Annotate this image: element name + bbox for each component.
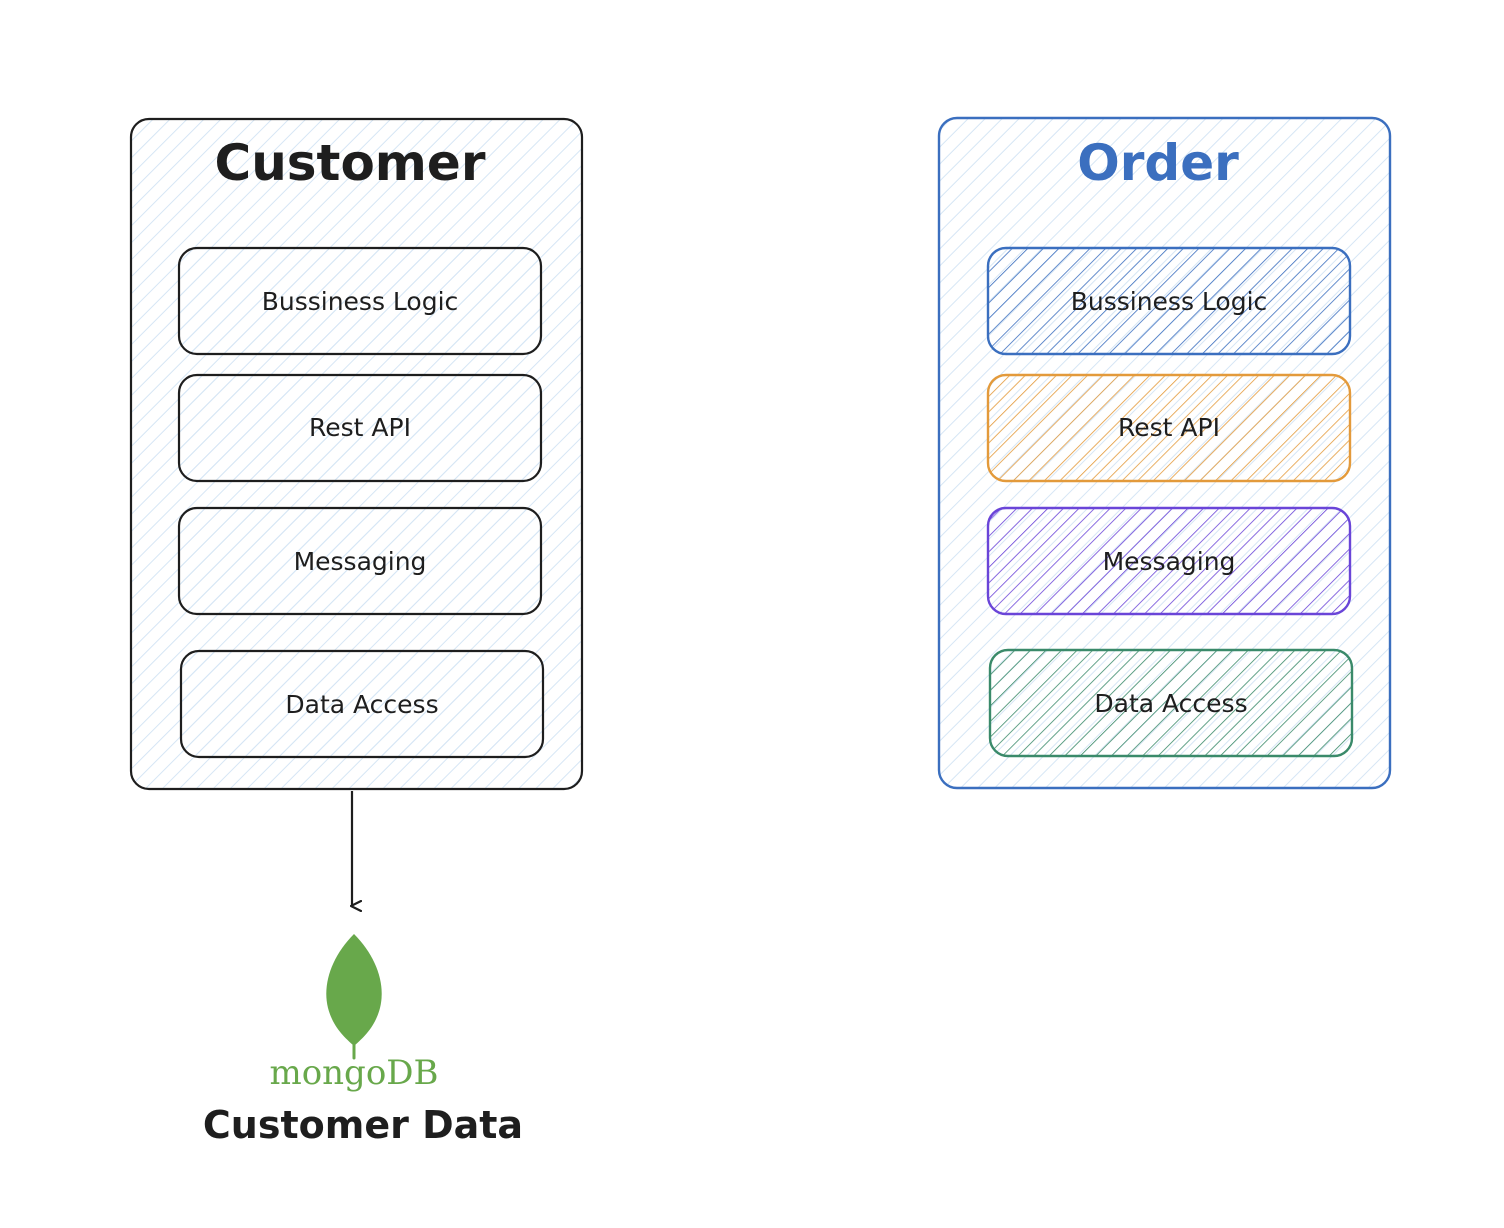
- order-layer-rest-api: Rest API: [986, 373, 1352, 483]
- customer-title: Customer: [215, 134, 486, 192]
- customer-layer-messaging: Messaging: [177, 506, 543, 616]
- customer-layer-rest-api: Rest API: [177, 373, 543, 483]
- customer-layer-label: Data Access: [285, 690, 438, 719]
- database-caption: Customer Data: [203, 1103, 523, 1147]
- order-title: Order: [1077, 134, 1239, 192]
- mongodb-logo-text: mongoDB: [269, 1053, 438, 1093]
- customer-layer-business-logic: Bussiness Logic: [177, 246, 543, 356]
- order-layer-label: Rest API: [1118, 413, 1220, 442]
- customer-layer-label: Messaging: [294, 547, 427, 576]
- mongodb-database: mongoDB Customer Data: [203, 934, 523, 1147]
- order-layer-label: Data Access: [1094, 689, 1247, 718]
- order-layer-messaging: Messaging: [986, 506, 1352, 616]
- order-layer-business-logic: Bussiness Logic: [986, 246, 1352, 356]
- customer-layer-label: Bussiness Logic: [262, 287, 459, 316]
- mongodb-leaf-icon: [326, 934, 382, 1060]
- customer-service: Customer Bussiness Logic Rest API Messag…: [129, 117, 584, 791]
- customer-layer-label: Rest API: [309, 413, 411, 442]
- customer-layer-data-access: Data Access: [179, 649, 545, 759]
- order-layer-label: Messaging: [1103, 547, 1236, 576]
- order-service: Order Bussiness Logic Rest API Messaging…: [937, 116, 1392, 790]
- order-layer-label: Bussiness Logic: [1071, 287, 1268, 316]
- order-layer-data-access: Data Access: [988, 648, 1354, 758]
